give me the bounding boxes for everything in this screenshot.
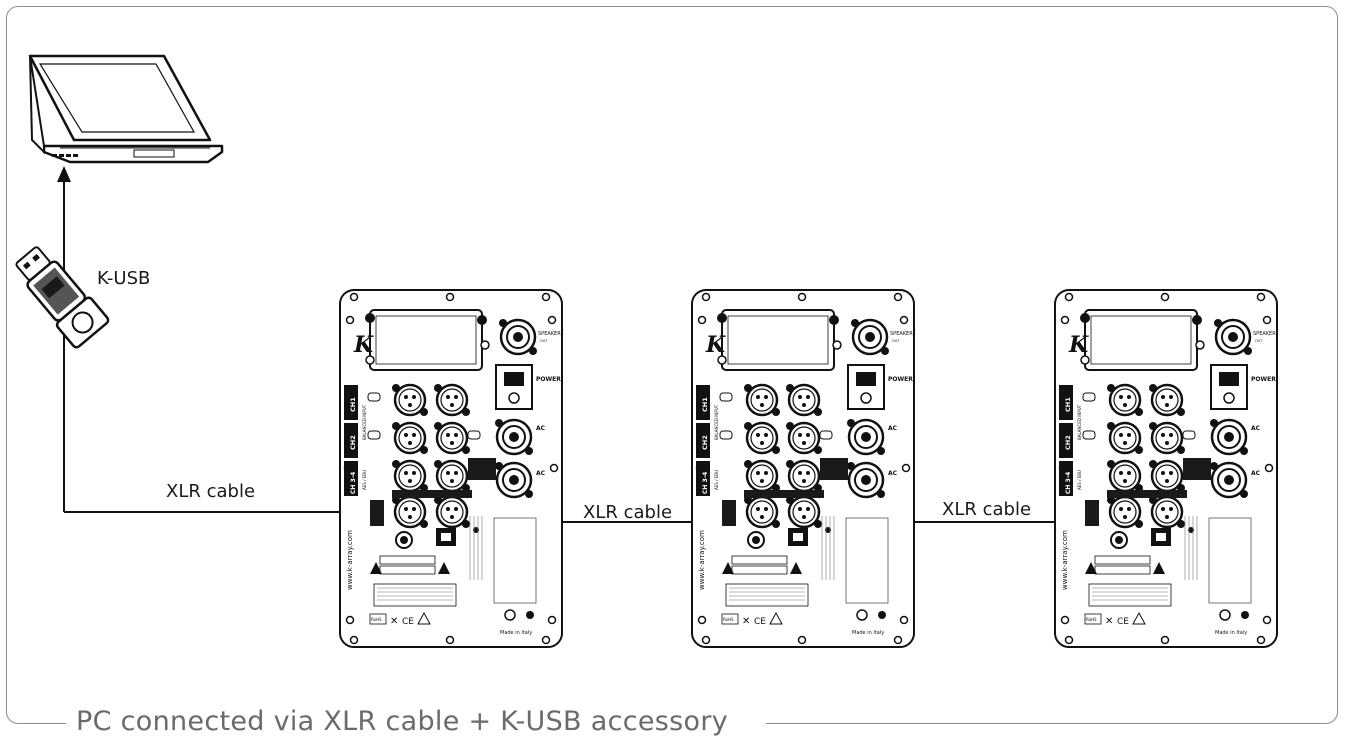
diagram-caption: PC connected via XLR cable + K-USB acces… [76,706,728,737]
k-usb-dongle-icon [15,246,110,349]
xlr-cable-label-3: XLR cable [942,499,1031,520]
amplifier-panel-2 [692,290,914,647]
k-usb-label: K-USB [97,268,150,289]
usb-cable-line [57,166,71,512]
laptop-icon [28,54,224,164]
xlr-cable-label-2: XLR cable [583,502,672,523]
amplifier-panel-1 [340,290,562,647]
amplifier-panel-3 [1055,290,1277,647]
xlr-cable-label-1: XLR cable [166,481,255,502]
caption-background [66,706,766,736]
